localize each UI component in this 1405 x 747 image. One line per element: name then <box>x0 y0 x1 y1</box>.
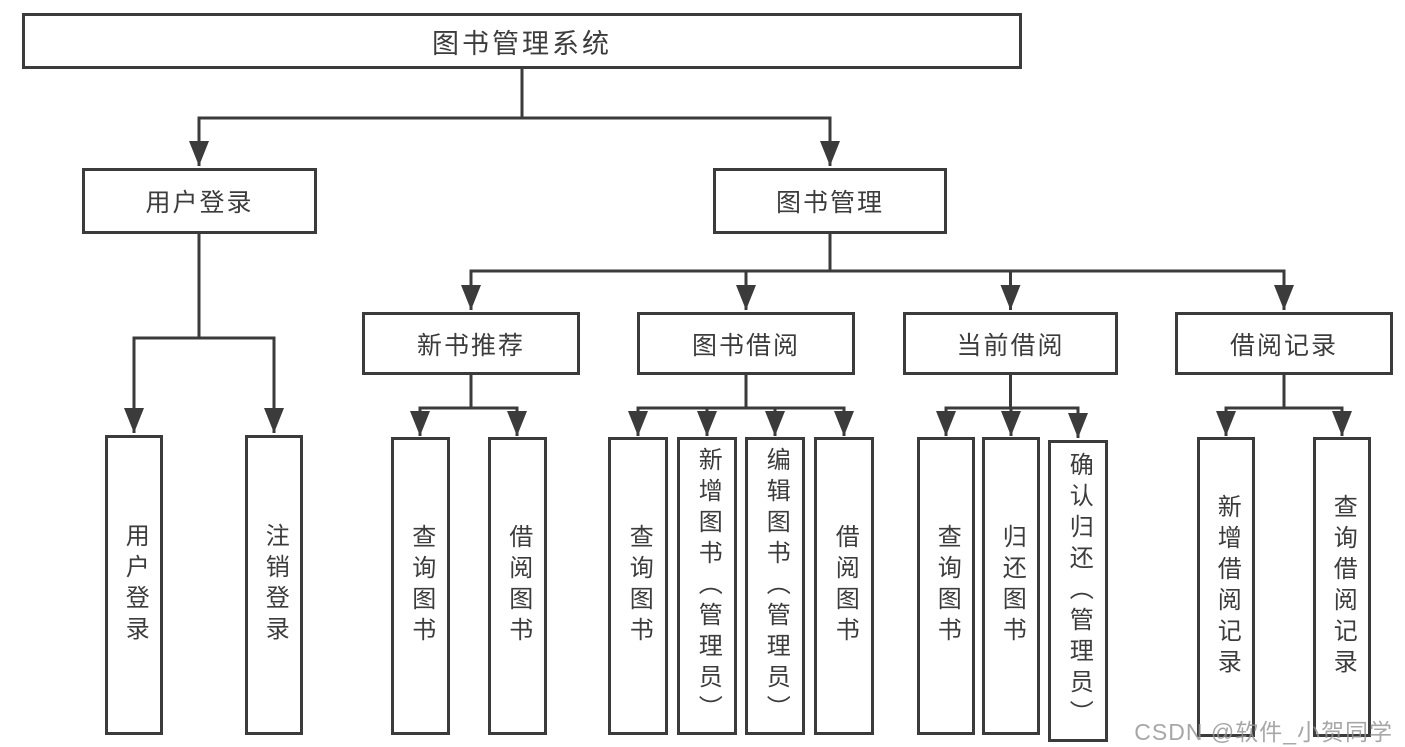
node-label: 查询图书 <box>407 524 435 648</box>
node-label: 新书推荐 <box>416 331 525 360</box>
node-label: 编辑图书（管理员） <box>762 446 790 726</box>
node-label: 查询图书 <box>625 524 653 648</box>
leaf-query-books-current: 查询图书 <box>917 437 975 735</box>
node-label: 新增借阅记录 <box>1213 494 1241 680</box>
node-book-management: 图书管理 <box>713 168 947 234</box>
leaf-edit-books-admin: 编辑图书（管理员） <box>745 437 805 735</box>
node-label: 当前借阅 <box>956 331 1065 360</box>
leaf-logout-login: 注销登录 <box>245 435 303 735</box>
node-label: 借阅图书 <box>504 524 532 648</box>
leaf-query-books-borrowing: 查询图书 <box>608 437 668 735</box>
node-book-borrowing: 图书借阅 <box>637 312 855 375</box>
node-label: 确认归还（管理员） <box>1065 451 1093 731</box>
node-label: 用户登录 <box>121 523 149 647</box>
node-current-borrowing: 当前借阅 <box>903 312 1118 375</box>
node-label: 借阅图书 <box>831 524 859 648</box>
node-new-book-recommendation: 新书推荐 <box>362 312 580 375</box>
connector-trunk-new-book <box>418 375 519 430</box>
leaf-query-borrow-record: 查询借阅记录 <box>1313 437 1371 737</box>
node-label: 新增图书（管理员） <box>694 446 722 726</box>
connector-trunk-root <box>197 69 832 150</box>
csdn-watermark: CSDN @软件_小贺同学 <box>1134 719 1393 745</box>
node-label: 查询图书 <box>933 524 961 648</box>
node-label: 借阅记录 <box>1229 331 1338 360</box>
node-label: 图书管理系统 <box>432 28 612 59</box>
node-root-library-system: 图书管理系统 <box>22 13 1022 69</box>
node-label: 注销登录 <box>261 523 289 647</box>
leaf-add-borrow-record: 新增借阅记录 <box>1197 437 1255 737</box>
connector-trunk-borrow-record <box>1224 375 1344 430</box>
leaf-query-books-recommend: 查询图书 <box>391 437 450 735</box>
node-label: 图书管理 <box>775 189 884 217</box>
leaf-borrow-books-recommend: 借阅图书 <box>488 437 547 735</box>
node-label: 归还图书 <box>998 524 1026 648</box>
node-borrowing-records: 借阅记录 <box>1175 312 1393 375</box>
connector-trunk-user-login <box>132 233 276 400</box>
leaf-add-books-admin: 新增图书（管理员） <box>677 437 737 735</box>
node-user-login: 用户登录 <box>82 168 317 234</box>
node-label: 图书借阅 <box>691 331 800 360</box>
leaf-return-books: 归还图书 <box>982 437 1040 735</box>
node-label: 用户登录 <box>145 189 254 217</box>
connector-trunk-current-borrow <box>944 375 1080 430</box>
connector-trunk-book-management <box>469 233 1286 300</box>
leaf-borrow-books-borrowing: 借阅图书 <box>814 437 874 735</box>
leaf-user-login: 用户登录 <box>105 435 163 735</box>
connector-trunk-book-borrow <box>636 375 846 430</box>
node-label: 查询借阅记录 <box>1329 494 1357 680</box>
leaf-confirm-return-admin: 确认归还（管理员） <box>1048 440 1108 742</box>
